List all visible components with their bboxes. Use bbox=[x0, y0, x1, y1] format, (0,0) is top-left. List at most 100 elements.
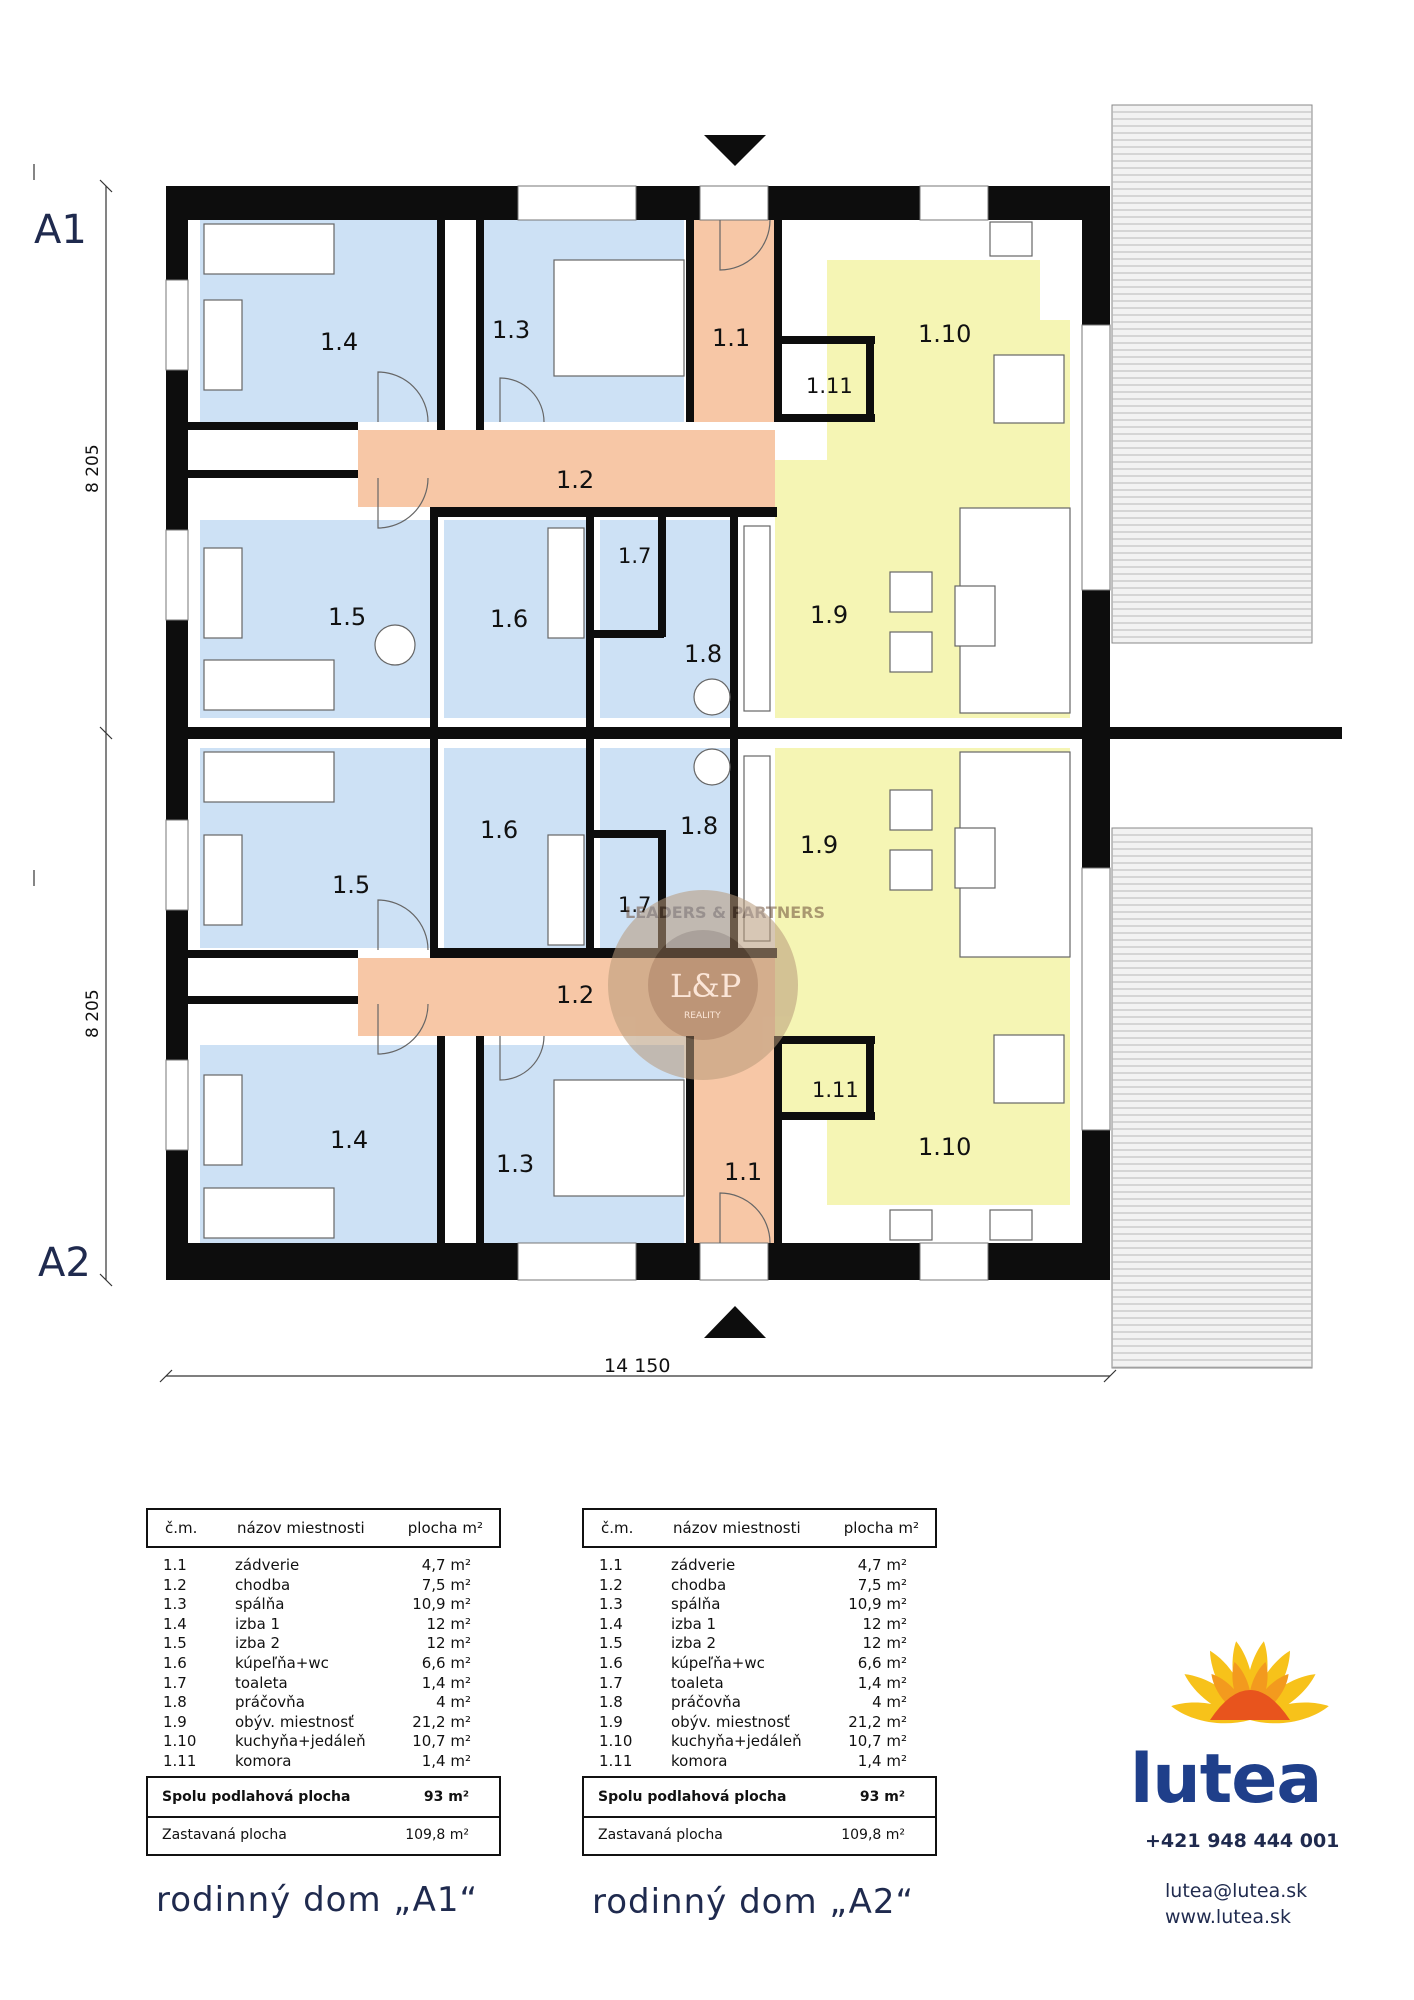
cell-area: 7,5 m² bbox=[421, 1575, 471, 1594]
room-a1-1.6: 1.6 bbox=[490, 605, 528, 633]
cell-num: 1.2 bbox=[163, 1575, 187, 1594]
cell-num: 1.3 bbox=[599, 1595, 623, 1614]
cell-name: zádverie bbox=[235, 1556, 300, 1574]
watermark-sub: REALITY bbox=[684, 1011, 721, 1021]
table-row: 1.4 izba 1 12 m² bbox=[582, 1615, 937, 1635]
cell-num: 1.9 bbox=[599, 1712, 623, 1731]
watermark: L&P REALITY LEADERS & PARTNERS bbox=[608, 890, 825, 1080]
cell-num: 1.7 bbox=[599, 1673, 623, 1692]
cell-name: kúpeľňa+wc bbox=[235, 1653, 329, 1672]
dim-height-a: 8 205 bbox=[83, 444, 103, 493]
room-a2-1.1: 1.1 bbox=[724, 1158, 762, 1186]
cell-area: 21,2 m² bbox=[412, 1712, 471, 1731]
cell-area: 1,4 m² bbox=[421, 1673, 471, 1692]
cell-num: 1.7 bbox=[163, 1673, 187, 1692]
table-header: č.m. názov miestnosti plocha m² bbox=[146, 1508, 501, 1548]
cell-area: 12 m² bbox=[426, 1614, 471, 1633]
cell-name: toaleta bbox=[235, 1673, 288, 1692]
cell-name: kuchyňa+jedáleň bbox=[671, 1732, 802, 1751]
unit-label-a1: A1 bbox=[34, 207, 87, 253]
room-a1-1.5: 1.5 bbox=[328, 603, 366, 631]
watermark-logo: L&P bbox=[670, 967, 741, 1005]
cell-name: komora bbox=[235, 1751, 292, 1770]
cell-area: 4 m² bbox=[872, 1693, 907, 1712]
party-wall-extension bbox=[1110, 727, 1342, 739]
room-a1-1.11: 1.11 bbox=[806, 374, 853, 398]
cell-num: 1.5 bbox=[163, 1634, 187, 1653]
house-title-a2: rodinný dom „A2“ bbox=[592, 1882, 915, 1922]
cell-num: 1.10 bbox=[163, 1732, 197, 1751]
dim-height-b: 8 205 bbox=[83, 989, 103, 1038]
cell-name: chodba bbox=[235, 1575, 291, 1594]
built-value: 109,8 m² bbox=[841, 1826, 905, 1843]
cell-area: 10,9 m² bbox=[848, 1595, 907, 1614]
cell-num: 1.4 bbox=[599, 1614, 623, 1633]
room-a1-1.2: 1.2 bbox=[556, 466, 594, 494]
cell-name: chodba bbox=[671, 1575, 727, 1594]
cell-num: 1.8 bbox=[599, 1693, 623, 1712]
room-a2-1.10: 1.10 bbox=[918, 1133, 971, 1161]
cell-area: 12 m² bbox=[862, 1614, 907, 1633]
cell-name: kúpeľňa+wc bbox=[671, 1653, 765, 1672]
cell-name: obýv. miestnosť bbox=[671, 1712, 790, 1731]
cell-name: obýv. miestnosť bbox=[235, 1712, 354, 1731]
brand-web: www.lutea.sk bbox=[1165, 1906, 1291, 1928]
total-value: 93 m² bbox=[859, 1788, 905, 1805]
cell-area: 10,9 m² bbox=[412, 1595, 471, 1614]
cell-area: 4,7 m² bbox=[857, 1556, 907, 1574]
total-value: 93 m² bbox=[423, 1788, 469, 1805]
built-label: Zastavaná plocha bbox=[162, 1826, 287, 1843]
door-swings bbox=[377, 219, 771, 1244]
cell-num: 1.6 bbox=[599, 1653, 623, 1672]
cell-name: izba 2 bbox=[671, 1634, 717, 1653]
cell-num: 1.6 bbox=[163, 1653, 187, 1672]
room-a2-1.3: 1.3 bbox=[496, 1150, 534, 1178]
room-labels: 1.1 1.2 1.3 1.4 1.5 1.6 1.7 1.8 1.9 1.10… bbox=[320, 316, 971, 1186]
room-a1-1.7: 1.7 bbox=[618, 544, 651, 568]
room-a2-1.2: 1.2 bbox=[556, 981, 594, 1009]
table-row: 1.6 kúpeľňa+wc 6,6 m² bbox=[146, 1654, 501, 1674]
room-a2-1.11: 1.11 bbox=[812, 1078, 859, 1102]
furniture bbox=[203, 221, 1071, 1241]
entrance-arrow-a2 bbox=[704, 1306, 766, 1338]
cell-name: zádverie bbox=[671, 1556, 736, 1574]
room-table-a2: č.m. názov miestnosti plocha m² 1.1 zádve… bbox=[582, 1508, 937, 1856]
brand-phone: +421 948 444 001 bbox=[1145, 1830, 1340, 1852]
cell-name: komora bbox=[671, 1751, 728, 1770]
table-row: 1.9 obýv. miestnosť 21,2 m² bbox=[146, 1713, 501, 1733]
house-title-a1: rodinný dom „A1“ bbox=[156, 1880, 479, 1920]
cell-name: izba 1 bbox=[671, 1614, 717, 1633]
header-num: č.m. bbox=[601, 1519, 634, 1537]
cell-num: 1.4 bbox=[163, 1614, 187, 1633]
room-a2-1.9: 1.9 bbox=[800, 831, 838, 859]
cell-num: 1.9 bbox=[163, 1712, 187, 1731]
windows bbox=[165, 185, 1111, 1281]
room-a2-1.4: 1.4 bbox=[330, 1126, 368, 1154]
cell-name: izba 2 bbox=[235, 1634, 281, 1653]
room-a1-1.3: 1.3 bbox=[492, 316, 530, 344]
table-header: č.m. názov miestnosti plocha m² bbox=[582, 1508, 937, 1548]
cell-num: 1.2 bbox=[599, 1575, 623, 1594]
room-a2-1.6: 1.6 bbox=[480, 816, 518, 844]
brand-email: lutea@lutea.sk bbox=[1165, 1880, 1308, 1902]
table-row: 1.1 zádverie 4,7 m² bbox=[582, 1556, 937, 1576]
lotus-logo-icon bbox=[1171, 1641, 1329, 1724]
table-row: 1.2 chodba 7,5 m² bbox=[146, 1576, 501, 1596]
terrace-a bbox=[1111, 104, 1313, 644]
room-a1-1.1: 1.1 bbox=[712, 324, 750, 352]
cell-name: toaleta bbox=[671, 1673, 724, 1692]
cell-num: 1.1 bbox=[599, 1556, 623, 1574]
cell-name: spálňa bbox=[671, 1595, 721, 1614]
cell-area: 4,7 m² bbox=[421, 1556, 471, 1574]
cell-num: 1.11 bbox=[599, 1751, 633, 1770]
cell-area: 6,6 m² bbox=[421, 1653, 471, 1672]
